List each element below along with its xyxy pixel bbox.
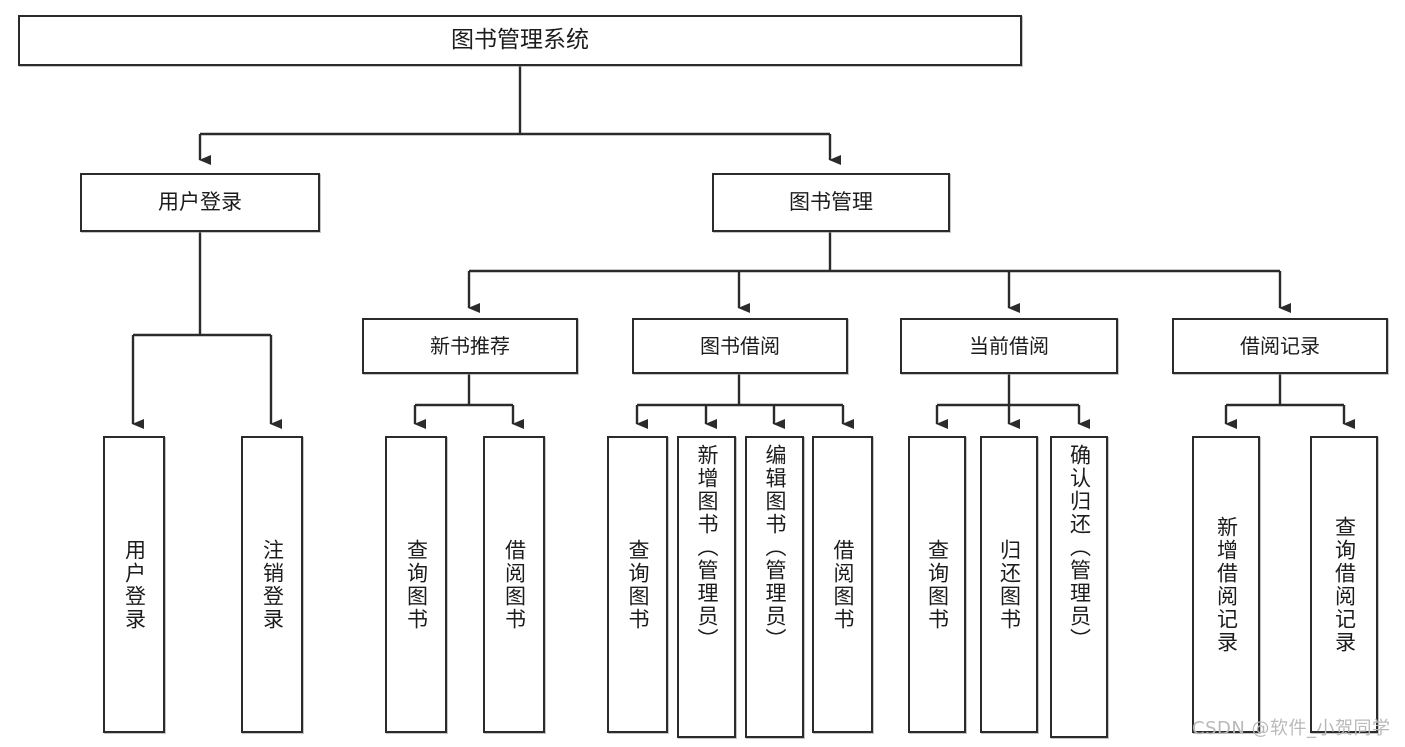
node-label: 图书管理系统 <box>451 27 589 54</box>
leaf-borrow-book-recommend[interactable]: 借阅图书 <box>483 436 545 733</box>
node-current-borrow[interactable]: 当前借阅 <box>900 318 1118 374</box>
leaf-edit-book-admin[interactable]: 编辑图书（管理员） <box>745 436 804 738</box>
node-label: 用户登录 <box>122 538 147 631</box>
node-label: 新增借阅记录 <box>1214 515 1239 654</box>
node-label: 确认归还（管理员） <box>1067 444 1092 651</box>
node-label: 编辑图书（管理员） <box>763 444 788 651</box>
node-book-management[interactable]: 图书管理 <box>712 173 950 232</box>
node-label: 借阅记录 <box>1240 333 1320 358</box>
node-label: 图书管理 <box>789 190 873 215</box>
node-label: 用户登录 <box>158 190 242 215</box>
node-label: 新书推荐 <box>430 333 510 358</box>
node-label: 查询图书 <box>404 538 429 631</box>
node-label: 图书借阅 <box>700 333 780 358</box>
node-label: 查询图书 <box>626 538 651 631</box>
leaf-query-borrow-record[interactable]: 查询借阅记录 <box>1310 436 1378 733</box>
node-label: 查询图书 <box>925 538 950 631</box>
leaf-add-borrow-record[interactable]: 新增借阅记录 <box>1192 436 1260 733</box>
node-label: 注销登录 <box>260 538 285 631</box>
leaf-borrow-book[interactable]: 借阅图书 <box>812 436 873 733</box>
leaf-add-book-admin[interactable]: 新增图书（管理员） <box>677 436 736 738</box>
leaf-user-login[interactable]: 用户登录 <box>103 436 165 733</box>
leaf-return-book[interactable]: 归还图书 <box>980 436 1038 733</box>
node-root-system[interactable]: 图书管理系统 <box>18 15 1022 66</box>
leaf-logout-login[interactable]: 注销登录 <box>241 436 303 733</box>
node-label: 借阅图书 <box>831 538 856 631</box>
leaf-query-book-recommend[interactable]: 查询图书 <box>385 436 447 733</box>
node-label: 当前借阅 <box>969 333 1049 358</box>
csdn-watermark: CSDN @软件_小贺同学 <box>1192 718 1391 739</box>
node-book-borrow[interactable]: 图书借阅 <box>632 318 848 374</box>
node-new-book-recommend[interactable]: 新书推荐 <box>362 318 578 374</box>
node-label: 新增图书（管理员） <box>695 444 720 651</box>
leaf-query-book-current[interactable]: 查询图书 <box>908 436 966 733</box>
node-label: 查询借阅记录 <box>1332 515 1357 654</box>
node-label: 归还图书 <box>997 538 1022 631</box>
node-borrow-record[interactable]: 借阅记录 <box>1172 318 1388 374</box>
leaf-query-book-borrow[interactable]: 查询图书 <box>607 436 668 733</box>
node-user-login[interactable]: 用户登录 <box>80 173 320 232</box>
node-label: 借阅图书 <box>502 538 527 631</box>
leaf-confirm-return-admin[interactable]: 确认归还（管理员） <box>1050 436 1108 738</box>
